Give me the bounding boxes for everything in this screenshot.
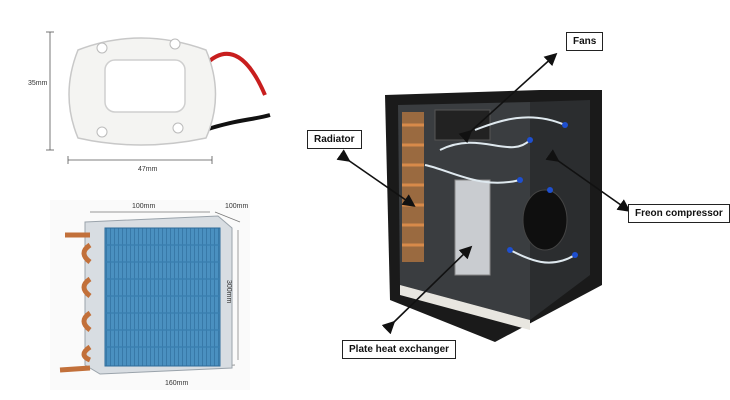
peltier-height-label: 35mm	[28, 80, 48, 87]
radiator-depth-label: 100mm	[225, 203, 249, 210]
radiator-arrow	[336, 149, 416, 207]
radiator-photo	[50, 200, 250, 390]
compressor-arrow	[545, 149, 631, 212]
freon-compressor-callout: Freon compressor	[628, 204, 730, 223]
plate-exchanger-arrow	[381, 245, 473, 335]
radiator-drawing	[50, 200, 250, 390]
fans-callout: Fans	[566, 32, 604, 51]
peltier-photo	[20, 20, 280, 190]
peltier-drawing	[46, 31, 271, 164]
radiator-width-label: 100mm	[132, 203, 156, 210]
radiator-bottom-label: 160mm	[165, 380, 189, 387]
fans-arrow	[458, 52, 558, 144]
peltier-width-label: 47mm	[138, 166, 158, 173]
plate-heat-exchanger-callout: Plate heat exchanger	[342, 340, 457, 359]
radiator-callout: Radiator	[307, 130, 362, 149]
